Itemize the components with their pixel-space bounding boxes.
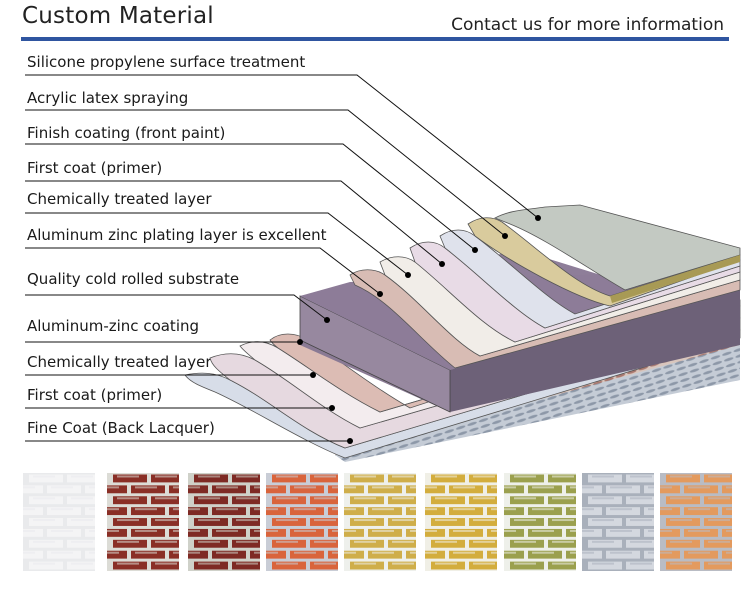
- label-chemically-treated-top: Chemically treated layer: [27, 190, 212, 208]
- label-silicone-propylene: Silicone propylene surface treatment: [27, 53, 306, 71]
- swatch-yellow-brick[interactable]: [344, 473, 416, 571]
- swatch-white-brick[interactable]: [23, 473, 95, 571]
- page-title: Custom Material: [22, 3, 214, 29]
- leader-lines: [25, 74, 539, 442]
- material-swatches: [23, 473, 733, 571]
- layer-acrylic-latex: [467, 217, 741, 307]
- label-cold-rolled-substrate: Quality cold rolled substrate: [27, 270, 240, 288]
- layer-finish-coating: [439, 229, 741, 329]
- swatch-dark-red-brick[interactable]: [107, 473, 179, 571]
- swatch-gold-brick[interactable]: [425, 473, 497, 571]
- swatch-grey-brick[interactable]: [582, 473, 654, 571]
- contact-link[interactable]: Contact us for more information: [451, 15, 724, 35]
- leader-dots: [297, 215, 541, 444]
- swatch-maroon-brick[interactable]: [188, 473, 260, 571]
- header-divider: [21, 37, 729, 41]
- label-finish-coating: Finish coating (front paint): [27, 124, 226, 142]
- label-first-coat-bottom: First coat (primer): [27, 386, 163, 404]
- layer-acrylic-edge: [610, 255, 740, 303]
- swatch-orange-brick[interactable]: [266, 473, 338, 571]
- label-aluminum-zinc-coating: Aluminum-zinc coating: [27, 317, 200, 335]
- label-aluminum-zinc-plating: Aluminum zinc plating layer is excellent: [27, 226, 327, 244]
- layer-silicone-propylene: [494, 204, 741, 291]
- swatch-olive-brick[interactable]: [504, 473, 576, 571]
- label-fine-coat-back-lacquer: Fine Coat (Back Lacquer): [27, 419, 215, 437]
- layer-diagram: [25, 74, 741, 462]
- swatch-peach-brick[interactable]: [660, 473, 732, 571]
- label-acrylic-latex: Acrylic latex spraying: [27, 89, 189, 107]
- label-first-coat-top: First coat (primer): [27, 159, 163, 177]
- label-chemically-treated-bottom: Chemically treated layer: [27, 353, 212, 371]
